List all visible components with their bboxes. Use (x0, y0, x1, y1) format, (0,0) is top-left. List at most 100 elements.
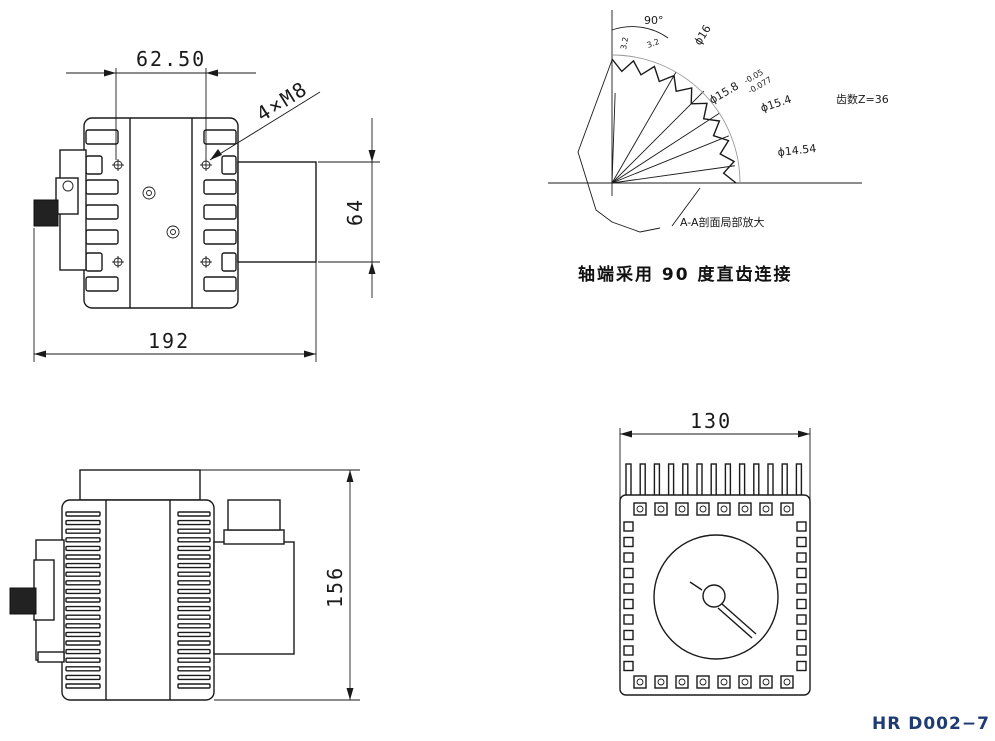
edge-hole-top (741, 505, 749, 513)
angle-label: 90° (644, 14, 664, 27)
edge-hole-bottom (741, 678, 749, 686)
fin (65, 657, 101, 663)
edge-hole-top (699, 505, 707, 513)
edge-slot-right (796, 583, 807, 594)
fin (65, 623, 101, 629)
edge-slot-top (738, 502, 752, 516)
top-fin (724, 463, 732, 498)
edge-slot-bottom (696, 675, 710, 689)
edge-slot-right (796, 660, 807, 672)
dimension-ray (611, 165, 735, 184)
d16-label: ϕ16 (692, 23, 714, 48)
fin (177, 614, 211, 620)
fin (65, 640, 101, 646)
edge-slot-left (623, 552, 634, 563)
dimension-ray (611, 90, 705, 184)
edge-slot-bottom (780, 675, 794, 689)
edge-slot-bottom (633, 675, 647, 689)
fin (177, 588, 211, 595)
end-width-dim: 130 (690, 409, 732, 433)
top-fin (795, 463, 803, 498)
edge-slot-right (796, 567, 807, 579)
fin (177, 657, 211, 663)
fin (177, 554, 211, 560)
end-view-shaft (702, 584, 726, 608)
edge-hole-bottom (783, 678, 791, 686)
edge-slot-top (717, 502, 731, 516)
top-fin (696, 463, 703, 498)
edge-slot-top (759, 502, 773, 516)
fin (177, 511, 211, 517)
gear-detail: 90° 3.2 3.2 ϕ16 ϕ15.8 -0.05 -0.077 ϕ15.4… (548, 10, 889, 233)
fin (177, 666, 211, 672)
top-fin (738, 463, 746, 498)
edge-slot-bottom (654, 675, 668, 689)
edge-hole-top (783, 505, 791, 513)
edge-slot-right (796, 536, 807, 548)
fin (177, 605, 211, 612)
top-fin (639, 463, 646, 498)
edge-hole-top (678, 505, 686, 513)
top-fin (682, 463, 689, 498)
edge-hole-bottom (636, 678, 644, 686)
caption: 轴端采用 90 度直齿连接 (578, 264, 793, 285)
dimension-ray (611, 71, 677, 184)
fin (177, 537, 211, 543)
edge-hole-bottom (678, 678, 686, 686)
fin (65, 614, 101, 620)
edge-slot-top (654, 502, 668, 516)
d1454-label: ϕ14.54 (777, 142, 817, 159)
edge-slot-right (796, 645, 807, 656)
top-view-left-slots (85, 129, 119, 292)
edge-slot-left (623, 536, 634, 548)
gear-teeth-profile (611, 58, 737, 184)
edge-slot-left (623, 614, 634, 625)
edge-slot-bottom (738, 675, 752, 689)
top-overall-dim: 192 (148, 329, 190, 353)
d158-label: ϕ15.8 (707, 79, 741, 106)
fin (177, 631, 211, 638)
edge-slot-right (796, 629, 807, 641)
fin (65, 631, 101, 638)
side-view-connector-block (9, 587, 37, 615)
fin (177, 562, 211, 569)
fin (177, 683, 211, 689)
end-view-top-fins (625, 463, 803, 498)
fin (177, 640, 211, 646)
dimension-ray (611, 93, 616, 184)
top-view-right-slots (203, 129, 237, 292)
top-fin (667, 463, 675, 498)
fin (65, 571, 101, 577)
edge-slot-right (796, 552, 807, 563)
d154-label: ϕ15.4 (759, 93, 793, 115)
edge-slot-left (623, 583, 634, 594)
teeth-count-label: 齿数Z=36 (836, 93, 889, 106)
edge-slot-right (796, 614, 807, 625)
edge-slot-right (796, 598, 807, 610)
edge-slot-right (796, 521, 807, 532)
top-height-dim: 64 (343, 198, 367, 226)
top-fin (625, 463, 632, 498)
fin (65, 674, 101, 681)
fin (65, 648, 101, 655)
section-label: A-A剖面局部放大 (680, 215, 765, 229)
edge-slot-left (623, 567, 634, 579)
end-view-dial (653, 534, 779, 660)
fin (177, 571, 211, 577)
dimension-ray (611, 135, 729, 184)
fin (65, 554, 101, 560)
fin (65, 666, 101, 672)
edge-slot-bottom (717, 675, 731, 689)
edge-slot-left (623, 598, 634, 610)
edge-slot-left (623, 629, 634, 641)
top-fin (781, 463, 788, 498)
angle-arc (611, 26, 669, 39)
fin (177, 580, 211, 586)
small-dim-1: 3.2 (619, 36, 630, 50)
edge-slot-top (633, 502, 647, 516)
top-thread-label: 4×M8 (252, 76, 312, 126)
top-width-dim: 62.50 (136, 47, 206, 71)
top-fin (710, 463, 717, 498)
fin (177, 545, 211, 552)
fin (65, 683, 101, 689)
